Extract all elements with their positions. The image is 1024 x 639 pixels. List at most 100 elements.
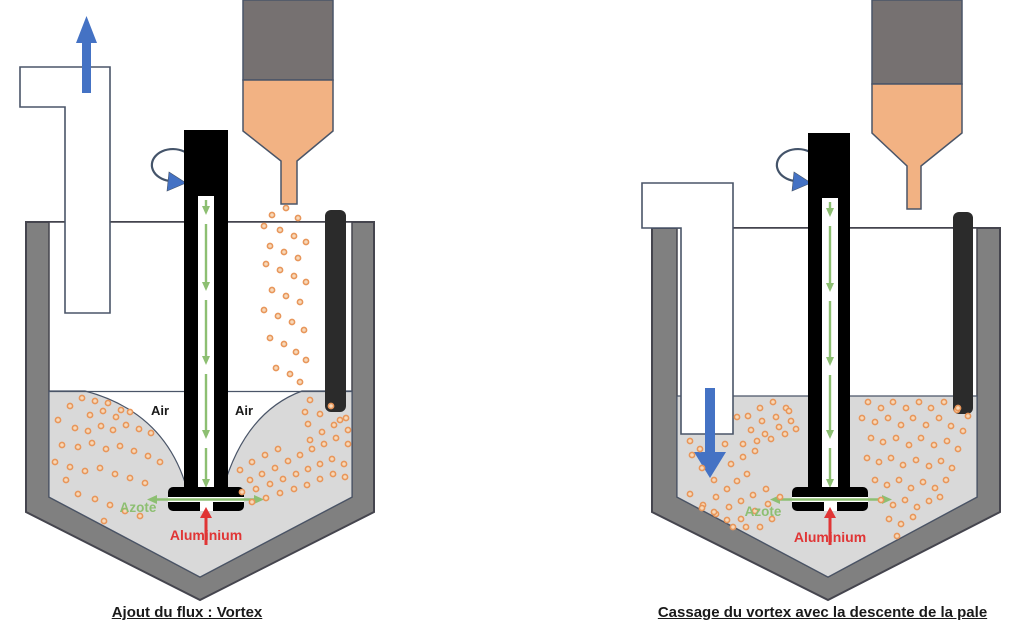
flux-particle — [930, 441, 938, 449]
dispersed-flux-particles — [51, 394, 352, 525]
flow-down-arrow-icon — [694, 388, 726, 478]
flux-particle — [112, 413, 120, 421]
flux-particle — [925, 462, 933, 470]
flux-particle — [121, 507, 129, 515]
flux-particle — [723, 485, 731, 493]
flux-particle — [342, 414, 350, 422]
flux-particle — [78, 394, 86, 402]
flux-particle — [959, 427, 967, 435]
stirring-shaft — [808, 133, 850, 489]
flux-particle — [889, 501, 897, 509]
flux-particle — [912, 456, 920, 464]
flux-particle — [919, 478, 927, 486]
thermocouple-rod — [325, 210, 346, 412]
flux-particle — [271, 464, 279, 472]
flux-particle — [698, 504, 706, 512]
injection-duct — [641, 182, 734, 435]
stirring-shaft — [184, 130, 228, 489]
flux-particle — [81, 467, 89, 475]
flux-particle — [141, 479, 149, 487]
flux-particle — [721, 440, 729, 448]
flux-particle — [769, 398, 777, 406]
flux-particle — [743, 470, 751, 478]
flux-particle — [306, 436, 314, 444]
flux-particle — [336, 416, 344, 424]
flux-particle — [942, 476, 950, 484]
flux-particle — [739, 440, 747, 448]
hopper-body — [242, 0, 334, 81]
flux-particle — [292, 470, 300, 478]
flux-particle — [871, 476, 879, 484]
flux-particle — [84, 427, 92, 435]
flux-particle — [294, 254, 302, 262]
flux-particle — [290, 272, 298, 280]
flux-particle — [751, 447, 759, 455]
flux-particle — [712, 493, 720, 501]
flux-particle — [282, 204, 290, 212]
flux-particle — [753, 437, 761, 445]
flux-particle — [276, 489, 284, 497]
flux-particle — [109, 426, 117, 434]
flux-particle — [284, 457, 292, 465]
flux-particle — [925, 497, 933, 505]
flux-particle — [733, 413, 741, 421]
air-label-right: Air — [235, 403, 253, 418]
flux-particle — [917, 434, 925, 442]
flux-particle — [266, 480, 274, 488]
flux-particle — [106, 501, 114, 509]
flux-particle — [51, 458, 59, 466]
flux-particle — [252, 485, 260, 493]
flux-particle — [102, 445, 110, 453]
flux-particle — [875, 458, 883, 466]
flux-particle — [88, 439, 96, 447]
flux-particle — [954, 445, 962, 453]
flux-particle — [248, 498, 256, 506]
flux-particle — [294, 214, 302, 222]
flux-particle — [772, 413, 780, 421]
flux-particle — [316, 410, 324, 418]
flux-particle — [864, 398, 872, 406]
flux-particle — [268, 286, 276, 294]
flux-particle — [883, 481, 891, 489]
flux-particle — [739, 453, 747, 461]
flux-particle — [922, 421, 930, 429]
flux-particle — [887, 454, 895, 462]
flux-particle — [280, 248, 288, 256]
air-label-left: Air — [151, 403, 169, 418]
flux-particle — [785, 407, 793, 415]
flux-particle — [262, 494, 270, 502]
flux-particle — [308, 445, 316, 453]
flux-particle — [867, 434, 875, 442]
flux-particle — [901, 496, 909, 504]
flux-particle — [737, 515, 745, 523]
flux-particle — [296, 451, 304, 459]
thermocouple-rod — [953, 212, 973, 414]
flux-particle — [899, 461, 907, 469]
hopper-funnel — [242, 79, 334, 205]
flux-particle — [261, 451, 269, 459]
flux-particle — [126, 474, 134, 482]
flux-particle — [258, 470, 266, 478]
flux-particle — [58, 441, 66, 449]
flux-particle — [686, 490, 694, 498]
flux-particle — [915, 398, 923, 406]
flux-particle — [302, 356, 310, 364]
flux-particle — [74, 443, 82, 451]
flux-particle — [787, 417, 795, 425]
flux-particle — [909, 414, 917, 422]
flux-particle — [947, 422, 955, 430]
flux-particle — [136, 512, 144, 520]
flux-hopper — [242, 0, 334, 205]
flux-particle — [303, 481, 311, 489]
flux-particle — [686, 437, 694, 445]
nitrogen-spread-arrows — [147, 495, 264, 504]
flux-particle — [879, 438, 887, 446]
flux-particle — [931, 484, 939, 492]
flux-particle — [698, 464, 706, 472]
flux-particle — [260, 222, 268, 230]
aluminium-inflow-arrow — [200, 507, 212, 545]
flux-particle — [96, 464, 104, 472]
flux-particle — [744, 412, 752, 420]
flux-particle — [935, 414, 943, 422]
